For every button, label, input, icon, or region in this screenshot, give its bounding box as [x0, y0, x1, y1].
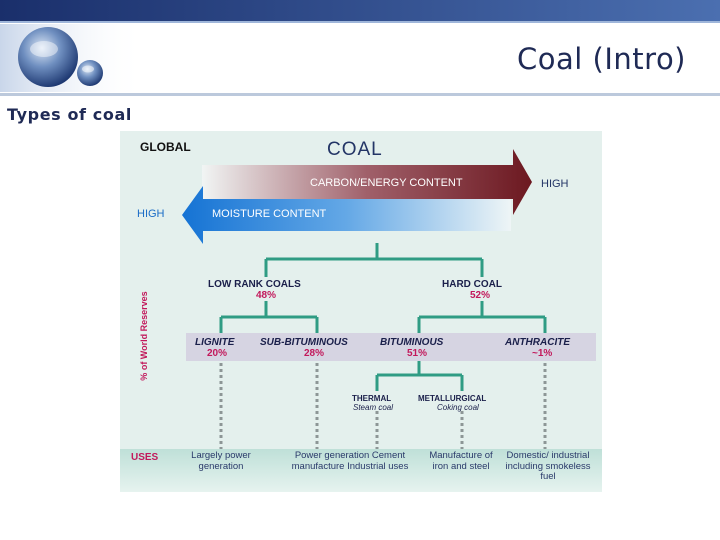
sub-bituminous-pct: 28%: [304, 348, 325, 359]
carbon-energy-label: CARBON/ENERGY CONTENT: [310, 177, 463, 189]
rank-band: [186, 333, 596, 361]
dashed-drop-lines: [219, 363, 547, 449]
carbon-high-label: HIGH: [541, 178, 569, 190]
slide-subtitle: Types of coal: [7, 105, 132, 124]
global-label: GLOBAL: [140, 140, 191, 154]
bituminous-pct: 51%: [407, 348, 428, 359]
moisture-arrow: [182, 186, 511, 244]
low-rank-coals-pct: 48%: [256, 290, 277, 301]
hard-coal-pct: 52%: [470, 290, 491, 301]
hierarchy-lines: [219, 243, 547, 391]
world-reserves-axis-label: % of World Reserves: [139, 291, 149, 381]
slide-title: Coal (Intro): [517, 42, 686, 76]
coal-label: COAL: [327, 139, 383, 160]
diagram-graphics: [120, 149, 602, 492]
uses-label: USES: [131, 452, 159, 463]
header-banner: [0, 0, 720, 96]
anthracite-pct: ~1%: [532, 348, 553, 359]
thermal-sub: Steam coal: [353, 403, 394, 412]
globe-logo-icon: [18, 27, 103, 87]
anthracite-label: ANTHRACITE: [505, 337, 570, 348]
carbon-arrow: [202, 149, 532, 215]
use-sub-bituminous: Power generation Cement manufacture Indu…: [291, 450, 409, 472]
bituminous-label: BITUMINOUS: [380, 337, 444, 348]
coal-types-diagram: GLOBAL COAL CARBON/ENERGY CONTENT HIGH H…: [120, 131, 602, 492]
lignite-label: LIGNITE: [195, 337, 235, 348]
lignite-pct: 20%: [207, 348, 228, 359]
slide-header: Coal (Intro): [0, 0, 720, 100]
metallurgical-label: METALLURGICAL: [418, 394, 487, 403]
use-metallurgical: Manufacture of iron and steel: [429, 450, 493, 472]
thermal-label: THERMAL: [352, 394, 392, 403]
use-anthracite: Domestic/ industrial including smokeless…: [505, 450, 591, 482]
moisture-high-label: HIGH: [137, 208, 165, 220]
hard-coal-label: HARD COAL: [442, 279, 502, 290]
uses-band: [120, 449, 602, 492]
use-lignite: Largely power generation: [191, 450, 251, 472]
metallurgical-sub: Coking coal: [437, 403, 479, 412]
sub-bituminous-label: SUB-BITUMINOUS: [260, 337, 348, 348]
low-rank-coals-label: LOW RANK COALS: [208, 279, 301, 290]
moisture-content-label: MOISTURE CONTENT: [212, 208, 327, 220]
